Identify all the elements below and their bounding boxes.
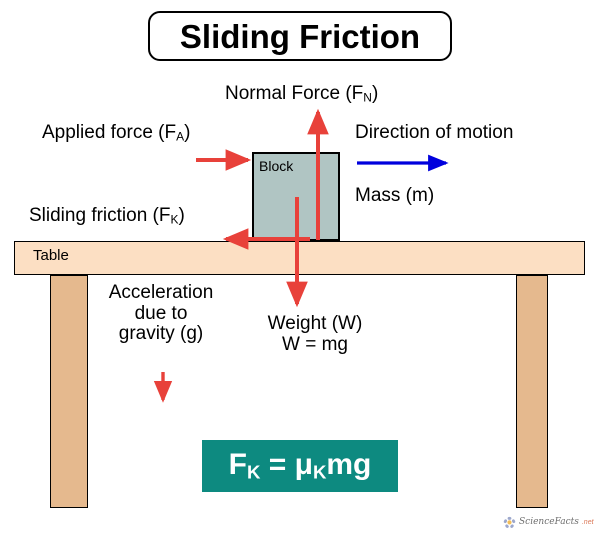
formula-equals: =: [260, 447, 295, 481]
table-top: [14, 241, 585, 275]
formula-box: FK = μKmg: [202, 440, 398, 492]
watermark-text: ScienceFacts: [519, 517, 579, 527]
applied-force-label: Applied force (FA): [42, 122, 191, 144]
normal-force-label-main: Normal Force (F: [225, 83, 364, 104]
applied-force-label-close: ): [184, 122, 191, 143]
sliding-friction-label-main: Sliding friction (F: [29, 205, 171, 226]
title-box: Sliding Friction: [148, 11, 452, 61]
formula-mg: mg: [326, 447, 372, 481]
gravity-label-line3: gravity (g): [118, 323, 204, 345]
direction-of-motion-label: Direction of motion: [355, 122, 514, 143]
formula-mu-sub: K: [312, 461, 327, 483]
page-title: Sliding Friction: [179, 17, 421, 55]
table-leg-left: [50, 275, 88, 508]
atom-logo-icon: [503, 516, 516, 528]
sliding-friction-label-close: ): [178, 205, 185, 226]
applied-force-label-sub: A: [176, 129, 185, 144]
normal-force-label-close: ): [371, 83, 379, 104]
sliding-friction-label-sub: K: [170, 212, 179, 227]
formula-mu: μ: [294, 447, 313, 481]
block-label: Block: [259, 158, 294, 174]
gravity-label-line2: due to: [134, 302, 188, 324]
mass-label: Mass (m): [355, 185, 435, 206]
normal-force-label: Normal Force (FN): [225, 83, 379, 105]
weight-label-line2: W = mg: [282, 333, 348, 355]
weight-label: Weight (W) W = mg: [249, 313, 381, 355]
formula-f: F: [228, 447, 247, 481]
gravity-label-line1: Acceleration: [108, 282, 214, 303]
formula-text: FK = μKmg: [228, 447, 372, 483]
applied-force-label-main: Applied force (F: [42, 122, 177, 143]
table-leg-right: [516, 275, 548, 508]
table-label: Table: [33, 247, 69, 264]
gravity-label: Acceleration due to gravity (g): [92, 282, 230, 345]
formula-f-sub: K: [246, 461, 261, 483]
weight-label-line1: Weight (W): [267, 313, 363, 334]
watermark: ScienceFacts .net: [503, 516, 594, 529]
watermark-tld: .net: [581, 519, 594, 526]
normal-force-label-sub: N: [363, 90, 372, 105]
sliding-friction-label: Sliding friction (FK): [29, 205, 185, 227]
